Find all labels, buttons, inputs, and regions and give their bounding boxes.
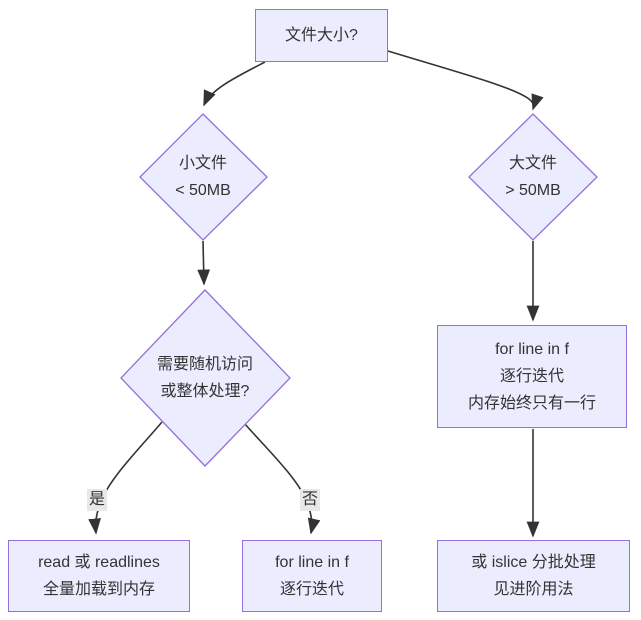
node-iterate-memory-line2: 逐行迭代: [499, 368, 564, 385]
edge-filesize-to-smallfile: [203, 61, 266, 107]
node-read-all: read 或 readlines 全量加载到内存: [8, 540, 190, 612]
node-read-all-line2: 全量加载到内存: [42, 581, 155, 598]
node-iterate-line2: 逐行迭代: [279, 581, 344, 598]
node-islice: 或 islice 分批处理 见进阶用法: [437, 540, 630, 612]
node-file-size-label: 文件大小?: [285, 27, 358, 44]
node-iterate: for line in f 逐行迭代: [242, 540, 382, 612]
edge-yes-to-readall: [88, 421, 163, 535]
node-iterate-line1: for line in f: [275, 554, 349, 571]
node-iterate-memory-line1: for line in f: [495, 341, 569, 358]
node-small-file-decision: [139, 113, 268, 241]
node-iterate-memory-line3: 内存始终只有一行: [467, 395, 596, 412]
node-large-file-decision: [468, 113, 598, 241]
node-read-all-line1: read 或 readlines: [38, 554, 160, 571]
edge-smallfile-to-randomaccess: [197, 240, 211, 286]
edge-filesize-to-largefile: [387, 50, 544, 111]
node-islice-line2: 见进阶用法: [493, 581, 574, 598]
node-random-access-decision: [120, 289, 291, 467]
node-file-size: 文件大小?: [255, 9, 388, 62]
node-islice-line1: 或 islice 分批处理: [471, 554, 596, 571]
edge-label-yes: 是: [86, 489, 108, 511]
edge-label-no: 否: [299, 489, 321, 511]
node-iterate-memory: for line in f 逐行迭代 内存始终只有一行: [437, 325, 627, 428]
edge-no-to-iterate: [243, 422, 321, 535]
